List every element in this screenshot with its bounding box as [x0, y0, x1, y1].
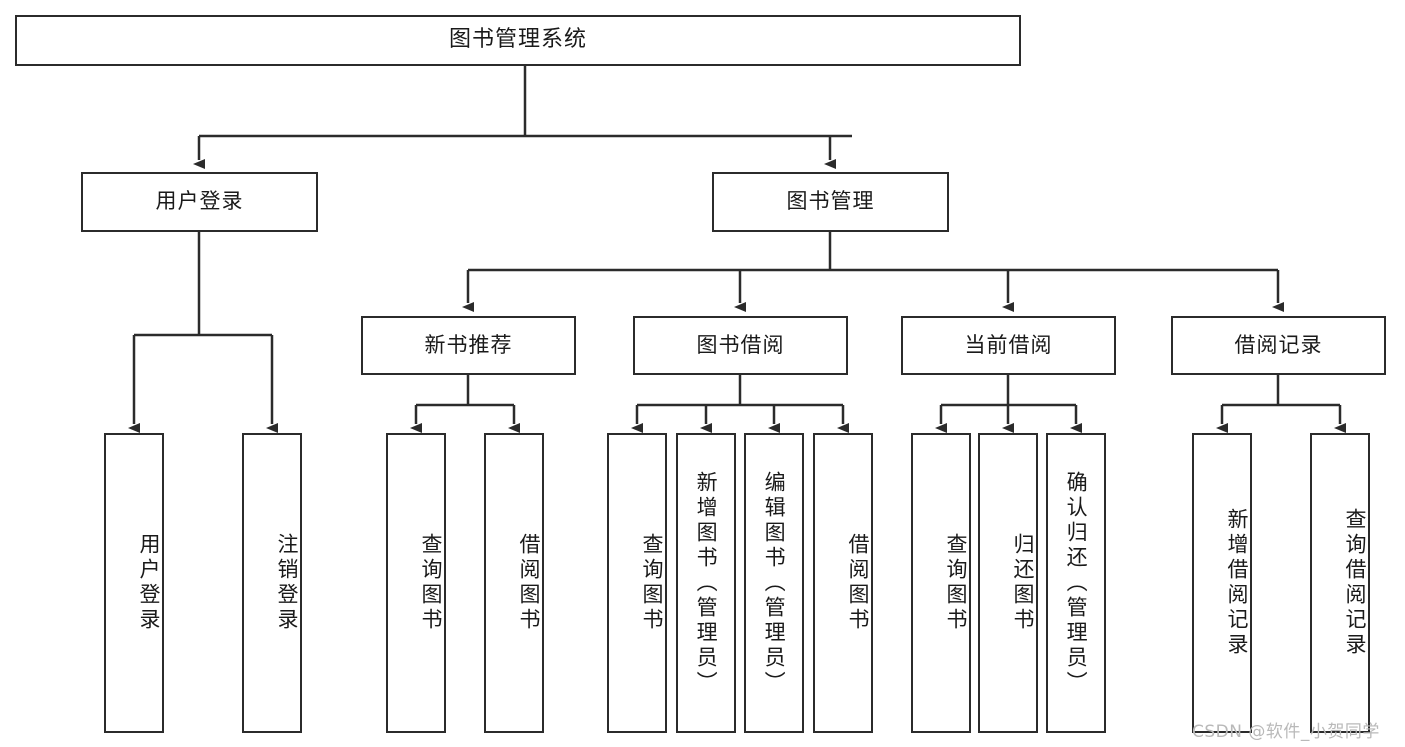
node-leaf-add-borrow-record[interactable]: 新增借阅记录	[1192, 433, 1252, 733]
node-leaf-query-book-current[interactable]: 查询图书	[911, 433, 971, 733]
watermark-label: CSDN @软件_小贺同学	[1192, 722, 1380, 742]
node-book-management[interactable]: 图书管理	[712, 172, 949, 232]
node-leaf-borrow-book-borrow[interactable]: 借阅图书	[813, 433, 873, 733]
node-current-borrow[interactable]: 当前借阅	[901, 316, 1116, 375]
node-leaf-logout-login[interactable]: 注销登录	[242, 433, 302, 733]
node-user-login[interactable]: 用户登录	[81, 172, 318, 232]
node-leaf-borrow-book-new[interactable]: 借阅图书	[484, 433, 544, 733]
node-leaf-edit-book-admin[interactable]: 编辑图书（管理员）	[744, 433, 804, 733]
node-book-borrow[interactable]: 图书借阅	[633, 316, 848, 375]
node-leaf-query-book-borrow[interactable]: 查询图书	[607, 433, 667, 733]
node-leaf-confirm-return-admin[interactable]: 确认归还（管理员）	[1046, 433, 1106, 733]
node-leaf-add-book-admin[interactable]: 新增图书（管理员）	[676, 433, 736, 733]
node-leaf-query-book-new[interactable]: 查询图书	[386, 433, 446, 733]
node-root-book-management-system[interactable]: 图书管理系统	[15, 15, 1021, 66]
node-leaf-query-borrow-record[interactable]: 查询借阅记录	[1310, 433, 1370, 733]
node-leaf-return-book[interactable]: 归还图书	[978, 433, 1038, 733]
node-leaf-user-login[interactable]: 用户登录	[104, 433, 164, 733]
node-borrow-record[interactable]: 借阅记录	[1171, 316, 1386, 375]
node-new-book-recommend[interactable]: 新书推荐	[361, 316, 576, 375]
